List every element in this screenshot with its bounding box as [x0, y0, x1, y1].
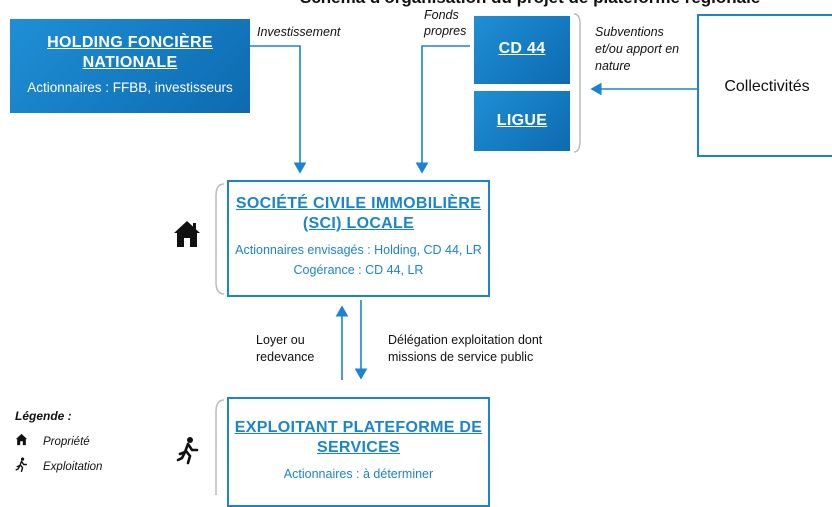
cd44-title: CD 44 [498, 40, 546, 57]
holding-box: HOLDING FONCIÈRE NATIONALE Actionnaires … [10, 19, 250, 113]
label-fonds-line2: propres [424, 24, 467, 38]
brace-sci [215, 183, 225, 295]
collectivites-title: Collectivités [724, 78, 810, 95]
label-loyer-line1: Loyer ou [256, 333, 305, 347]
brace-right [573, 13, 581, 153]
exploitant-title-line2: SERVICES [316, 439, 401, 456]
legend: Légende : Propriété Exploitation [15, 408, 102, 477]
sci-line1: Actionnaires envisagés : Holding, CD 44,… [235, 243, 482, 257]
connector-lines [215, 13, 697, 495]
ligue-title: LIGUE [496, 112, 548, 129]
exploitant-box: EXPLOITANT PLATEFORME DE SERVICES Action… [227, 397, 490, 507]
house-icon [15, 433, 37, 451]
house-icon [172, 219, 202, 254]
legend-label-exploitation: Exploitation [43, 460, 103, 473]
label-subventions-line3: nature [595, 59, 631, 73]
runner-icon [15, 457, 37, 477]
legend-label-propriete: Propriété [43, 435, 90, 448]
runner-icon [176, 435, 200, 470]
exploitant-title-line1: EXPLOITANT PLATEFORME DE [234, 419, 483, 436]
collectivites-box: Collectivités [697, 14, 832, 157]
arrow-investissement [250, 45, 307, 174]
label-delegation-line2: missions de service public [388, 350, 534, 364]
legend-item-exploitation: Exploitation [15, 457, 102, 477]
label-subventions: Subventions et/ou apport en nature [595, 24, 679, 75]
label-investissement: Investissement [257, 25, 341, 39]
sci-title-line2: (SCI) LOCALE [302, 215, 415, 232]
label-fonds-propres: Fonds propres [424, 7, 466, 39]
holding-title-line2: NATIONALE [82, 54, 178, 71]
arrow-fonds-propres [415, 45, 470, 174]
label-fonds-line1: Fonds [424, 8, 459, 22]
label-loyer-line2: redevance [256, 350, 315, 364]
label-subventions-line2: et/ou apport en [595, 42, 680, 56]
sci-title-line1: SOCIÉTÉ CIVILE IMMOBILIÈRE [235, 195, 482, 212]
label-subventions-line1: Subventions [595, 25, 664, 39]
exploitant-line1: Actionnaires : à déterminer [283, 467, 434, 481]
label-loyer: Loyer ou redevance [256, 332, 314, 366]
top-heading: Schéma d'organisation du projet de plate… [300, 0, 760, 8]
label-delegation-line1: Délégation exploitation dont [388, 333, 543, 347]
cd44-box: CD 44 [474, 16, 570, 84]
holding-title-line1: HOLDING FONCIÈRE [47, 34, 213, 51]
legend-item-propriete: Propriété [15, 433, 102, 451]
sci-box: SOCIÉTÉ CIVILE IMMOBILIÈRE (SCI) LOCALE … [227, 180, 490, 297]
legend-title: Légende : [15, 409, 72, 423]
sci-line2: Cogérance : CD 44, LR [293, 263, 424, 277]
label-delegation: Délégation exploitation dont missions de… [388, 332, 542, 366]
brace-exploitant [215, 399, 225, 495]
holding-subtitle: Actionnaires : FFBB, investisseurs [27, 80, 233, 95]
ligue-box: LIGUE [474, 91, 570, 151]
